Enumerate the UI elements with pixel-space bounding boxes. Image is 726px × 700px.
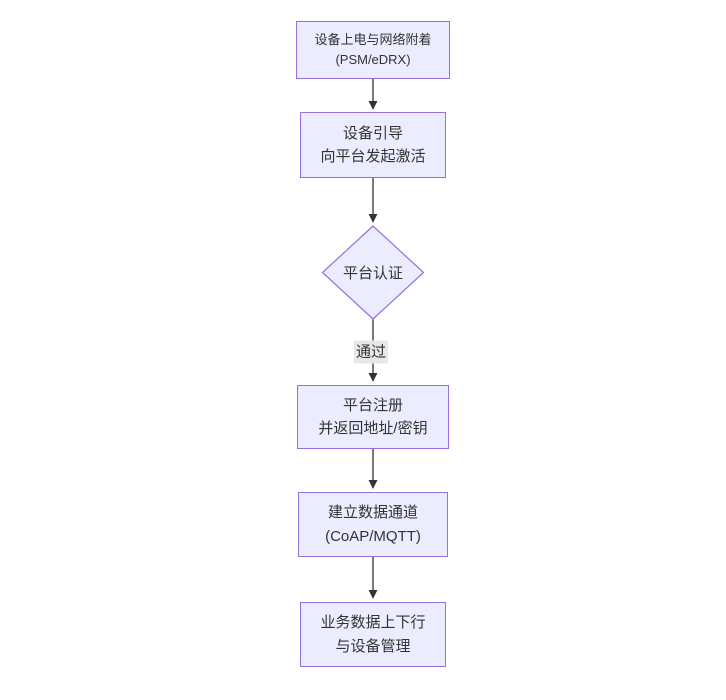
node-text-line: 设备引导 [342, 124, 403, 142]
node-text-line: 建立数据通道 [327, 504, 418, 522]
decision-diamond-shape [321, 225, 425, 320]
node-text-line: 向平台发起激活 [320, 148, 426, 165]
node-business-data: 业务数据上下行 与设备管理 [300, 602, 446, 667]
node-data-channel: 建立数据通道 (CoAP/MQTT) [298, 492, 448, 557]
node-text-line: (CoAP/MQTT) [325, 527, 421, 545]
node-text-line: 业务数据上下行 [320, 614, 426, 632]
node-platform-auth-decision: 平台认证 [322, 226, 424, 319]
node-platform-register: 平台注册 并返回地址/密钥 [297, 385, 449, 449]
node-text-line: 平台注册 [342, 396, 403, 414]
node-device-power-attach: 设备上电与网络附着 (PSM/eDRX) [296, 21, 450, 79]
edge-label-pass: 通过 [353, 340, 389, 364]
node-text-line: 设备上电与网络附着 [314, 31, 432, 47]
node-text-line: 与设备管理 [335, 637, 411, 655]
node-text-line: 平台认证 [342, 265, 403, 282]
node-text-line: 并返回地址/密钥 [318, 420, 428, 437]
node-text-line: (PSM/eDRX) [335, 52, 411, 67]
node-device-bootstrap: 设备引导 向平台发起激活 [300, 112, 446, 178]
